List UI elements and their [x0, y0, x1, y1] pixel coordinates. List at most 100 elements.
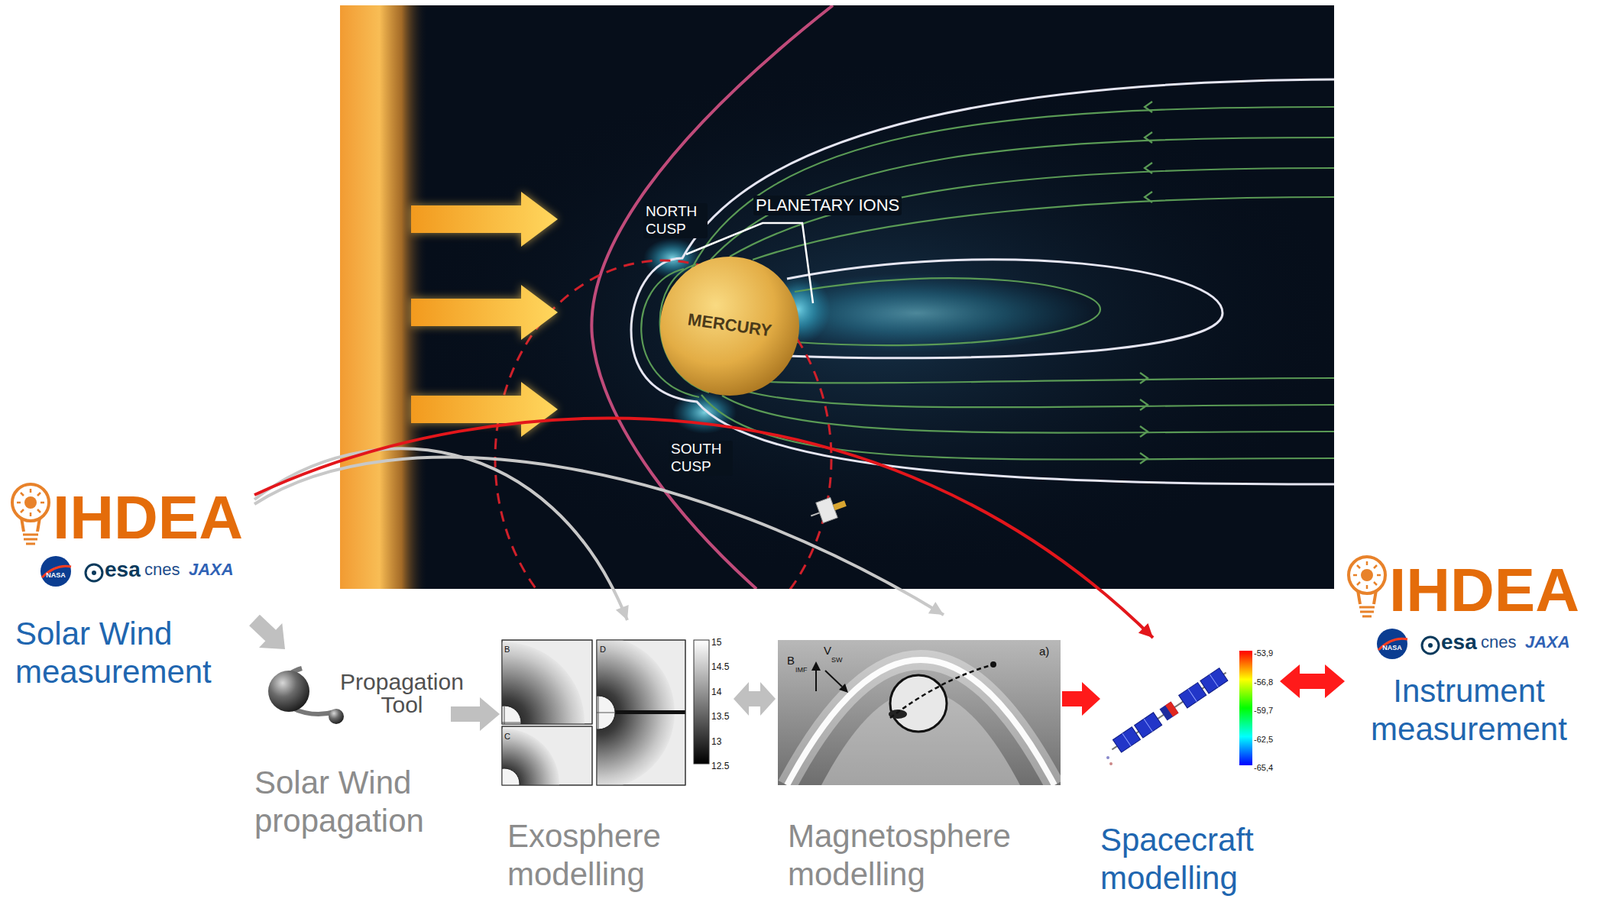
stage-title: Solar Wind propagation	[254, 764, 446, 842]
label-text: a)	[1039, 645, 1050, 658]
label-text: esa	[104, 559, 141, 581]
field-lines	[1140, 453, 1148, 464]
label-text: 13.5	[711, 711, 729, 723]
magnetosphere-illustration	[411, 191, 558, 438]
label-text: 14	[711, 686, 722, 698]
ihdea-logo	[1357, 590, 1377, 605]
ihdea-logo	[91, 570, 97, 576]
exosphere-figure	[502, 642, 585, 725]
stage-title: Instrument measurement	[1352, 672, 1586, 750]
exosphere-figure	[502, 728, 560, 786]
stage-title: Magnetosphere modelling	[787, 817, 1048, 895]
field-lines	[729, 168, 1335, 257]
ihdea-logo	[22, 534, 39, 545]
text-anchor: Solar Wind propagation	[254, 764, 446, 842]
spacecraft-figure	[1106, 756, 1110, 760]
text-anchor: 14	[711, 684, 722, 699]
label-text: esa	[1441, 631, 1477, 654]
label-text: -56,8	[1253, 677, 1273, 688]
ihdea-logo	[1360, 569, 1374, 582]
text-anchor: Exosphere modelling	[507, 817, 699, 895]
label-text: IMF	[795, 667, 808, 674]
text-anchor: -59,7	[1253, 702, 1273, 717]
solar-wind-arrows	[411, 191, 558, 247]
spacecraft-figure	[1165, 702, 1179, 718]
exosphere-figure	[502, 728, 560, 786]
exosphere-figure	[693, 640, 710, 765]
connector-arrow	[1279, 664, 1345, 699]
magnetosphere-illustration	[591, 5, 833, 590]
spacecraft-figure	[1122, 674, 1219, 747]
text-anchor: -53,9	[1253, 645, 1273, 660]
exosphere-figure	[596, 696, 616, 730]
block-arrow	[450, 697, 500, 732]
arrow-head	[615, 605, 629, 621]
label-text: NORTH CUSP	[643, 203, 708, 239]
label-text: -62,5	[1253, 735, 1273, 745]
text-anchor: -56,8	[1253, 674, 1273, 689]
magnetosphere-figure	[787, 660, 1055, 786]
text-anchor: Spacecraft modelling	[1100, 821, 1277, 899]
ihdea-logo	[1421, 637, 1439, 655]
stage-title: Exosphere modelling	[507, 817, 699, 895]
text-anchor: -62,5	[1253, 731, 1273, 746]
magnetosphere-figure	[777, 640, 1061, 786]
exosphere-figure	[615, 710, 686, 715]
arrow-head	[1138, 623, 1154, 639]
label-text: D	[599, 645, 606, 655]
connector-arrow	[249, 615, 286, 650]
text-anchor: -65,4	[1253, 760, 1273, 775]
label-text: B	[787, 654, 795, 667]
field-lines	[641, 101, 1335, 464]
stage-box: Spacecraft modelling -53,9 -56,8 -59,7 -62,5…	[1100, 638, 1280, 901]
exosphere-figure	[502, 642, 585, 725]
exosphere-figure	[596, 640, 686, 786]
curved-connector	[254, 448, 628, 621]
exosphere-figure	[596, 696, 616, 730]
spacecraft-figure	[1109, 762, 1113, 766]
solar-wind-arrows	[411, 191, 558, 438]
field-lines	[794, 278, 1101, 346]
text-anchor: esa	[104, 559, 141, 581]
propagation-tool-logo	[268, 668, 344, 725]
text-anchor: IMF	[795, 661, 808, 676]
text-anchor: SW	[831, 651, 843, 666]
ihdea-logo	[1348, 557, 1386, 594]
exosphere-figure	[502, 706, 522, 725]
text-anchor: cnes	[144, 561, 180, 579]
stage-box: Exosphere modellingBDC1514.51413.51312.5	[499, 620, 734, 899]
propagation-tool-logo	[328, 709, 344, 725]
text-anchor: NASA	[1378, 639, 1406, 654]
label-text: -59,7	[1253, 706, 1273, 716]
label-text: SW	[831, 657, 843, 664]
propagation-tool-logo	[268, 670, 310, 713]
label-text: -53,9	[1253, 648, 1273, 659]
magnetosphere-figure	[890, 664, 994, 719]
text-anchor: JAXA	[188, 561, 234, 579]
magnetopause	[631, 79, 1335, 485]
magnetosphere-figure	[890, 675, 947, 732]
label-text: Propagation Tool	[336, 670, 467, 717]
text-anchor: NASA	[42, 566, 70, 581]
text-anchor: NORTH CUSP	[643, 203, 708, 239]
magnetopause	[787, 259, 1223, 359]
label-text: C	[504, 732, 511, 742]
magnetosphere-figure	[838, 683, 849, 694]
text-anchor: D	[599, 641, 606, 656]
ihdea-logo	[85, 564, 103, 582]
label-text: cnes	[1480, 634, 1516, 652]
ihdea-logo	[1428, 643, 1433, 648]
label-text: SOUTH CUSP	[668, 440, 733, 477]
field-lines	[1144, 162, 1153, 174]
magnetosphere-figure	[811, 661, 821, 671]
curved-connector	[254, 457, 944, 616]
text-anchor: SOUTH CUSP	[668, 440, 733, 477]
stage-title: Spacecraft modelling	[1100, 821, 1277, 899]
magnetosphere-illustration	[411, 285, 558, 341]
text-anchor: PLANETARY IONS	[753, 195, 902, 216]
text-anchor: 13	[711, 734, 722, 749]
label-text: IHDEA	[52, 487, 243, 549]
stage-title: Solar Wind measurement	[15, 615, 237, 693]
